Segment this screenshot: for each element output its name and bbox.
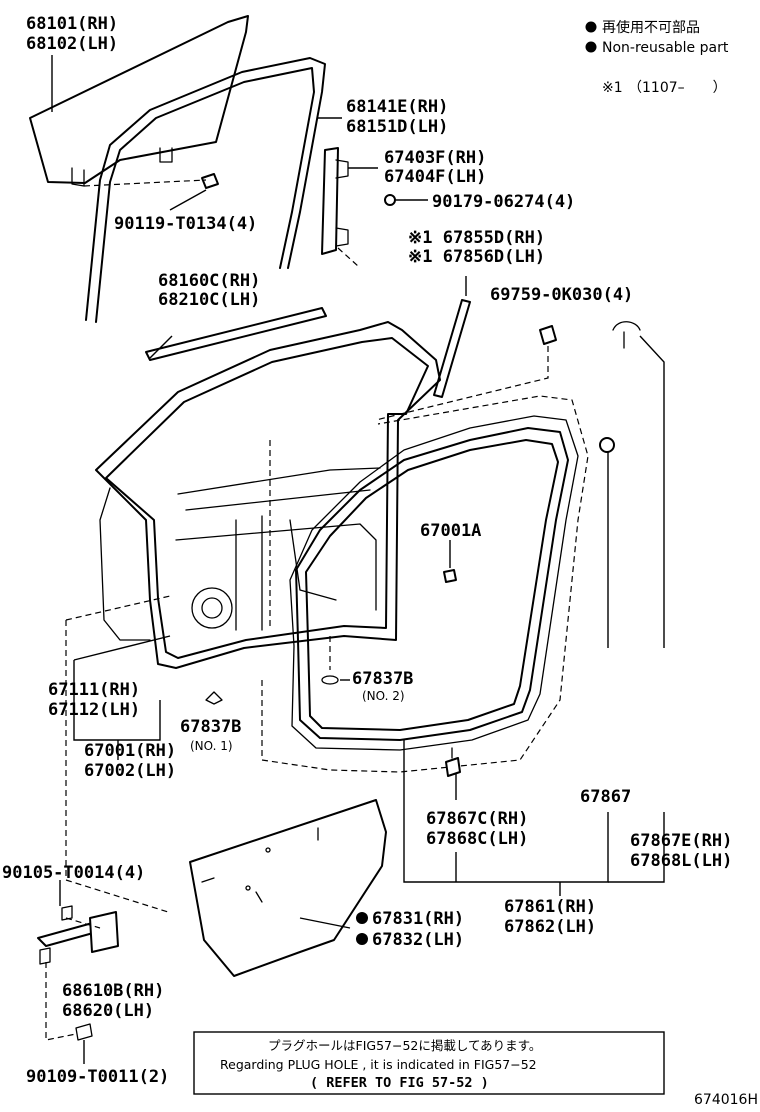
label-90109: 90109-T0011(2)	[26, 1067, 169, 1087]
hole-plug-no1	[205, 691, 223, 705]
label-67861: 67861(RH)	[504, 897, 596, 917]
label-67001: 67001(RH)	[84, 741, 176, 761]
label-67111: 67111(RH)	[48, 680, 140, 700]
label-68620: 68620(LH)	[62, 1001, 154, 1021]
legend-en-text: Non-reusable part	[602, 40, 729, 56]
legend-note-range: （1107– ）	[628, 80, 727, 96]
label-67867: 67867	[580, 787, 631, 807]
note-en: Regarding PLUG HOLE , it is indicated in…	[220, 1057, 537, 1072]
label-67837B-no1: 67837B	[180, 717, 241, 737]
door-shell	[95, 321, 441, 669]
clip-69759	[539, 321, 641, 349]
label-68610B: 68610B(RH)	[62, 981, 164, 1001]
rear-lower-channel	[321, 147, 349, 255]
label-67112: 67112(LH)	[48, 700, 140, 720]
door-glass	[29, 15, 249, 187]
label-68151D: 68151D(LH)	[346, 117, 448, 137]
legend-jp-text: 再使用不可部品	[602, 19, 700, 36]
non-reusable-dot-icon	[585, 41, 597, 53]
belt-moulding	[145, 307, 327, 361]
non-reusable-dot-icon	[585, 21, 597, 33]
clip-67867C	[445, 747, 461, 777]
label-67855D: ※1 67855D(RH)	[408, 228, 545, 248]
plug-hole-note: プラグホールはFIG57−52に掲載してあります。 Regarding PLUG…	[193, 1031, 665, 1095]
note-refer: ( REFER TO FIG 57-52 )	[310, 1075, 489, 1091]
label-67837B-no2: 67837B	[352, 669, 413, 689]
label-67831: 67831(RH)	[372, 909, 464, 929]
label-69759: 69759-0K030(4)	[490, 285, 633, 305]
cushion-67001A	[443, 569, 457, 583]
part-labels: 68101(RH) 68102(LH) 68141E(RH) 68151D(LH…	[2, 14, 732, 1087]
label-67002: 67002(LH)	[84, 761, 176, 781]
label-67867C: 67867C(RH)	[426, 809, 528, 829]
legend-note-mark: ※1	[602, 80, 623, 96]
run-channel	[85, 57, 326, 323]
bolt-90179	[384, 194, 396, 206]
label-68101: 68101(RH)	[26, 14, 118, 34]
label-67868C: 67868C(LH)	[426, 829, 528, 849]
label-67868L: 67868L(LH)	[630, 851, 732, 871]
service-hole-cover	[189, 799, 387, 977]
label-67404F: 67404F(LH)	[384, 167, 486, 187]
bolt-90119	[201, 173, 219, 189]
legend: 再使用不可部品 Non-reusable part ※1 （1107– ）	[585, 19, 729, 96]
figure-code: 674016H	[694, 1092, 758, 1108]
label-90119: 90119-T0134(4)	[114, 214, 257, 234]
door-check	[37, 905, 119, 1041]
label-68210C: 68210C(LH)	[158, 290, 260, 310]
label-67001A: 67001A	[420, 521, 481, 541]
label-90179: 90179-06274(4)	[432, 192, 575, 212]
note-jp: プラグホールはFIG57−52に掲載してあります。	[268, 1038, 541, 1053]
weatherstrip-67855	[433, 299, 471, 398]
label-68102: 68102(LH)	[26, 34, 118, 54]
label-67837B-no1-sub: (NO. 1)	[190, 739, 233, 753]
label-90105: 90105-T0014(4)	[2, 863, 145, 883]
label-68141E: 68141E(RH)	[346, 97, 448, 117]
label-67867E: 67867E(RH)	[630, 831, 732, 851]
label-67862: 67862(LH)	[504, 917, 596, 937]
hole-plug-no2	[321, 675, 339, 685]
label-67403F: 67403F(RH)	[384, 148, 486, 168]
label-67837B-no2-sub: (NO. 2)	[362, 689, 405, 703]
label-67856D: ※1 67856D(LH)	[408, 247, 545, 267]
door-opening-seal	[289, 415, 579, 751]
label-67832: 67832(LH)	[372, 930, 464, 950]
label-68160C: 68160C(RH)	[158, 271, 260, 291]
